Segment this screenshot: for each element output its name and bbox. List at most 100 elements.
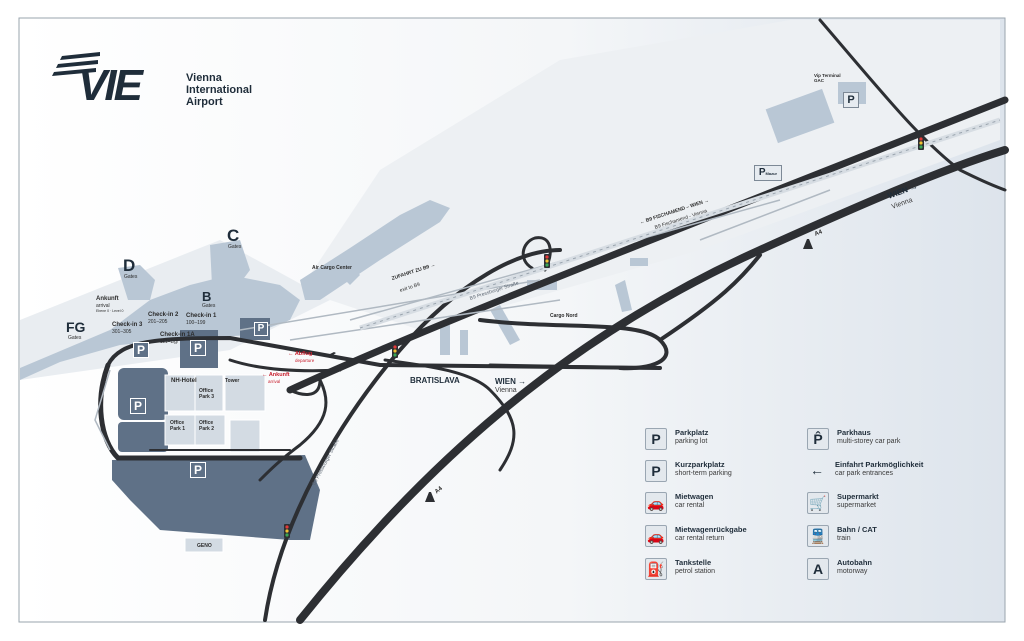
logo-line-1: Vienna [186,72,222,84]
parking-p1-marker[interactable]: P [133,342,149,358]
gate-c-sub: Gates [228,244,242,250]
service-buildings [164,374,266,553]
legend-subtitle: car rental return [675,535,725,542]
legend-title: Parkplatz [675,428,709,437]
gate-fg-sub: Gates [68,335,82,341]
legend-subtitle: supermarket [837,502,876,509]
gate-c-letter: C [227,226,240,245]
short-term-parking-icon: P [645,460,667,482]
parking-p3-marker[interactable]: P [190,340,206,356]
logo-line-2: International [186,84,253,96]
motorway-icon: A [807,558,829,580]
traffic-light-icon [544,254,550,268]
p1-letter: P [136,343,145,357]
office-park-2-label: Office Park 2 [199,420,215,432]
vie-logo: VIE [78,61,143,110]
parking-pc-marker[interactable]: P [190,462,206,478]
vip-terminal-label: Vip Terminal GAC [814,73,841,83]
arrival-label: arrival [268,379,281,384]
gate-b-letter: B [202,289,212,304]
legend-title: Mietwagen [675,492,714,501]
wien-sub-label: Vienna [495,387,517,394]
legend-subtitle: car rental [675,502,705,509]
legend-subtitle: car park entrances [835,470,893,477]
p4-letter: P [133,399,142,413]
parking-icon: P [645,428,667,450]
arrow-left-icon: ← [810,462,824,478]
check-in-1-label: Check-in 1 [186,313,217,319]
wien-text: WIEN [495,377,516,386]
logo-stripes [52,52,100,76]
train-icon: 🚆 [807,525,829,547]
abflug-label: ← Abflug [288,351,313,357]
parking-p2-marker[interactable]: P [254,322,268,336]
rail-dashes [359,119,1001,329]
logo-line-3: Airport [186,96,223,108]
parking-vip-marker[interactable]: P [843,92,859,108]
multi-storey-car-park-icon: P̂ [807,428,829,450]
check-in-1a-range: 111–1@ [160,339,179,345]
legend-title: Kurzparkplatz [675,460,725,469]
legend-subtitle: short-term parking [675,470,732,477]
abflug-text: Abflug [294,351,313,357]
parking-p4-marker[interactable]: P [130,398,146,414]
office-park-3-label: Office Park 3 [199,388,215,400]
ankunft-text: Ankunft [268,372,290,378]
air-cargo-center-label: Air Cargo Center [312,265,353,271]
p3-letter: P [193,341,202,355]
parking-mazur-marker[interactable]: PMazur [754,165,782,181]
gate-d-sub: Gates [124,274,138,280]
nh-hotel-label: NH-Hotel [171,378,197,384]
departure-label: departure [295,358,315,363]
ankunft-level-label: Ebene 0 · Level 0 [96,309,124,313]
motorway-icon [803,239,813,249]
tower-label: Tower [225,378,240,384]
pmazur-letter: P [758,167,766,178]
cargo-nord-label: Cargo Nord [550,313,578,319]
geno-label: GENO [197,543,212,549]
ankunft-label: ← Ankunft [262,372,290,378]
gate-b-sub: Gates [202,303,216,309]
legend-subtitle: petrol station [675,568,716,575]
wien-label: WIEN → [495,377,527,386]
legend-subtitle: parking lot [675,438,708,445]
legend-title: Tankstelle [675,558,712,567]
ankunft-top-label: Ankunft [96,296,119,302]
check-in-1-range: 100–199 [186,320,206,326]
bratislava-label: BRATISLAVA [410,376,460,385]
arrival-top-label: arrival [96,303,110,309]
parking-areas [112,318,320,540]
legend-title: Mietwagenrückgabe [675,525,747,534]
road-network [98,18,1009,624]
legend-subtitle: multi-storey car park [837,438,901,445]
traffic-light-icon [918,136,924,150]
petrol-station-icon: ⛽ [645,558,667,580]
pc-letter: P [193,463,202,477]
gate-fg-letter: FG [66,319,86,335]
check-in-3-label: Check-in 3 [112,322,143,328]
motorway-icon [425,492,435,502]
gate-d-letter: D [123,256,136,275]
legend-title: Parkhaus [837,428,871,437]
traffic-light-icon [392,344,398,358]
p2-letter: P [257,323,265,334]
pmazur-sub: Mazur [765,171,778,176]
legend-subtitle: train [837,535,851,542]
